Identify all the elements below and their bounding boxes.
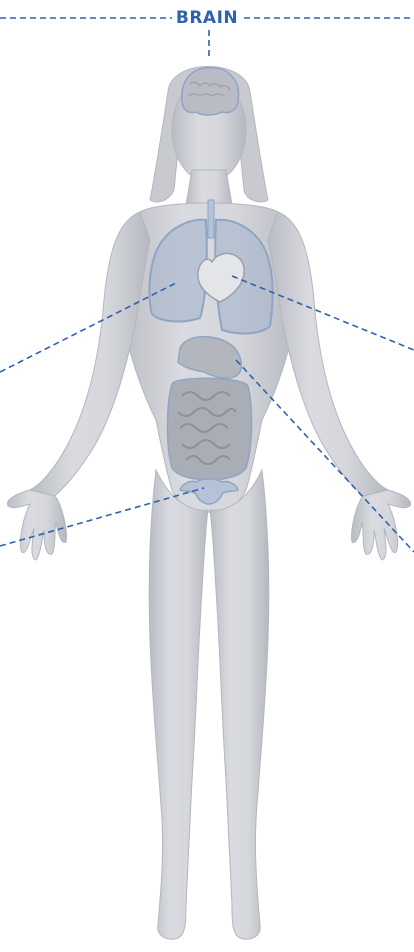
- intestines-icon: [168, 378, 252, 480]
- brain-icon: [182, 68, 239, 115]
- trachea: [208, 200, 214, 238]
- right-leg: [210, 470, 269, 939]
- left-hand: [7, 490, 66, 560]
- left-leg: [149, 470, 208, 939]
- brain-label-text: BRAIN: [172, 8, 242, 28]
- brain-label: BRAIN: [0, 8, 414, 28]
- right-hand: [352, 490, 411, 560]
